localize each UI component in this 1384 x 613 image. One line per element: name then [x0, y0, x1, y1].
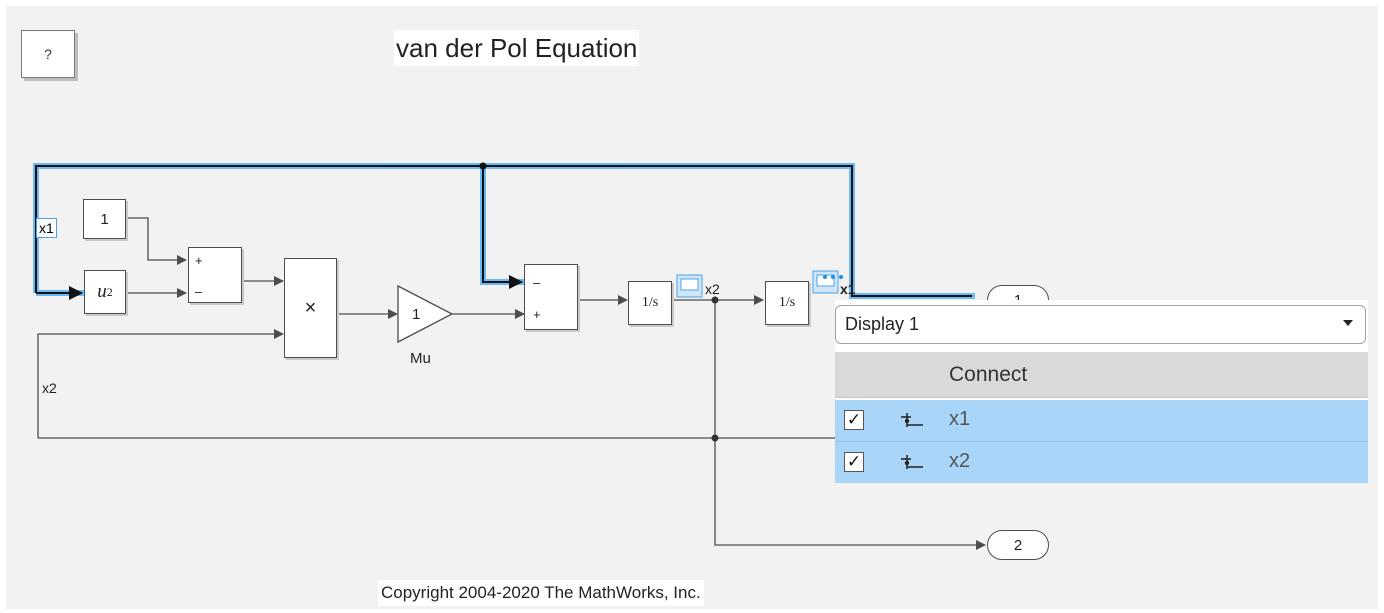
product-block[interactable]: × — [284, 258, 337, 358]
chevron-down-icon[interactable] — [1343, 320, 1353, 326]
signal-label-x1[interactable]: x1 — [36, 218, 57, 238]
viewer-icon-2[interactable] — [812, 270, 839, 294]
ellipsis-icon[interactable] — [823, 275, 843, 279]
integrator-block-1[interactable]: 1/s — [628, 281, 672, 325]
signal-label-x2-mid[interactable]: x2 — [705, 281, 720, 297]
signal-row-x2[interactable]: ✓ x2 — [835, 442, 1368, 483]
display-select[interactable]: Display 1 — [835, 305, 1366, 344]
integrator-block-2[interactable]: 1/s — [765, 281, 809, 325]
x2-branch-point-2 — [711, 434, 719, 442]
signal-icon — [901, 413, 923, 427]
x1-signal-line[interactable] — [35, 165, 972, 300]
signal-label-x2[interactable]: x2 — [42, 380, 57, 396]
checkbox-x1[interactable]: ✓ — [844, 410, 864, 430]
x1-branch-point — [479, 162, 487, 170]
square-exponent: 2 — [106, 284, 113, 299]
signal-icon — [901, 455, 923, 469]
help-button[interactable]: ? — [21, 30, 75, 78]
signal-row-x1[interactable]: ✓ x1 — [835, 400, 1368, 442]
sum-block-2[interactable]: – + — [524, 264, 578, 330]
square-base: u — [97, 281, 107, 302]
outport-2[interactable]: 2 — [987, 530, 1049, 560]
viewer-icon[interactable] — [676, 274, 703, 298]
signal-name-x1: x1 — [949, 408, 971, 430]
gain-block[interactable] — [397, 284, 454, 344]
wire-x2-to-out2 — [714, 300, 986, 550]
sum2-minus-sign: – — [533, 275, 541, 290]
model-title: van der Pol Equation — [394, 30, 640, 66]
wire-constant-to-sum — [127, 217, 187, 265]
sum-block-1[interactable]: + – — [188, 247, 242, 303]
display-select-value: Display 1 — [845, 314, 920, 334]
signal-name-x2: x2 — [949, 450, 971, 472]
signal-label-x1-right[interactable]: x1 — [840, 281, 856, 297]
connect-column-header: Connect — [835, 352, 1368, 398]
sum2-plus-sign: + — [533, 307, 541, 322]
gain-block-name: Mu — [410, 350, 431, 367]
sum1-minus-sign: – — [195, 284, 203, 299]
constant-block[interactable]: 1 — [83, 199, 126, 239]
viewer-connect-popup: Display 1 Connect ✓ x1 ✓ x2 — [835, 300, 1368, 483]
gain-value: 1 — [412, 306, 421, 323]
copyright-text: Copyright 2004-2020 The MathWorks, Inc. — [378, 580, 704, 606]
checkbox-x2[interactable]: ✓ — [844, 452, 864, 472]
sum1-plus-sign: + — [195, 253, 203, 268]
x2-branch-point — [711, 296, 719, 304]
wire-x2-to-product — [37, 329, 284, 438]
connect-header-label: Connect — [949, 362, 1028, 386]
